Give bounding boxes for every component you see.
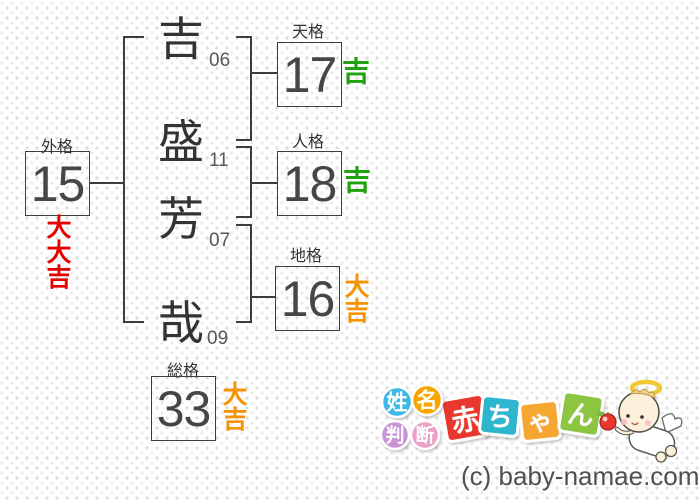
chikaku-connector [251,296,276,298]
logo-circle-mei: 名 [410,383,444,417]
chikaku-bracket-vertical [250,224,252,322]
gaikaku-fortune: 大大吉 [43,214,71,289]
logo-square-aka: 赤 [439,392,491,444]
svg-text:判: 判 [385,425,404,447]
name-char-1-strokes: 06 [209,50,231,71]
name-char-4: 哉 [158,297,204,349]
gaikaku-bracket-vertical [123,36,125,323]
svg-text:ん: ん [566,398,596,432]
chikaku-box: 16 [275,266,340,331]
gaikaku-bracket-top-arm [123,36,144,38]
tenkaku-bracket-vertical [250,36,252,140]
name-char-2-strokes: 11 [209,150,229,171]
rattle-icon [599,413,617,431]
gaikaku-box: 15 [25,151,90,216]
gaikaku-connector [89,182,124,184]
logo-square-chi: ち [478,394,522,438]
chikaku-value: 16 [280,270,336,327]
logo-circle-dan: 断 [409,419,441,451]
chikaku-bracket-top-arm [236,224,252,226]
baby-angel-illustration [596,379,683,463]
jinkaku-value: 18 [282,155,338,212]
copyright-text: (c) baby-namae.com [461,461,700,491]
tenkaku-fortune: 吉 [342,56,371,87]
logo-square-n: ん [557,390,605,438]
tenkaku-bracket-bottom-arm [236,139,252,141]
chikaku-label: 地格 [289,248,322,265]
jinkaku-box: 18 [277,151,342,216]
jinkaku-bracket-vertical [250,146,252,217]
tenkaku-label: 天格 [291,24,324,41]
chikaku-bracket-bottom-arm [236,321,252,323]
tenkaku-value: 17 [282,46,338,103]
name-char-3-strokes: 07 [209,230,231,251]
soukaku-value: 33 [156,380,212,437]
jinkaku-bracket-top-arm [236,146,252,148]
soukaku-fortune: 大吉 [219,381,247,431]
jinkaku-label: 人格 [291,134,324,151]
site-logo: 赤 ち ゃ ん 姓 名 判 断 [379,379,683,463]
jinkaku-bracket-bottom-arm [236,216,252,218]
tenkaku-bracket-top-arm [236,36,252,38]
logo-circle-sei: 姓 [380,385,414,419]
baby-hair [630,388,656,399]
svg-text:赤: 赤 [449,402,482,437]
svg-text:ゃ: ゃ [526,407,554,437]
svg-text:姓: 姓 [387,391,408,415]
rattle-leaf [596,411,605,417]
jinkaku-connector [251,182,278,184]
svg-text:名: 名 [417,389,438,413]
tenkaku-box: 17 [277,42,342,107]
soukaku-box: 33 [151,376,216,441]
svg-text:断: 断 [415,424,434,447]
jinkaku-fortune: 吉 [343,165,372,196]
tenkaku-connector [251,72,278,74]
gaikaku-bracket-bottom-arm [123,321,144,323]
soukaku-label: 総格 [166,363,199,380]
chikaku-fortune: 大吉 [341,273,369,323]
name-char-1: 吉 [158,13,204,65]
name-char-2: 盛 [158,116,204,168]
logo-circle-han: 判 [379,419,411,451]
svg-text:ち: ち [485,401,514,434]
name-char-3: 芳 [158,193,204,245]
name-char-4-strokes: 09 [207,328,229,349]
gaikaku-value: 15 [30,155,86,212]
logo-square-ya: ゃ [518,399,562,443]
wing-icon [661,413,683,434]
